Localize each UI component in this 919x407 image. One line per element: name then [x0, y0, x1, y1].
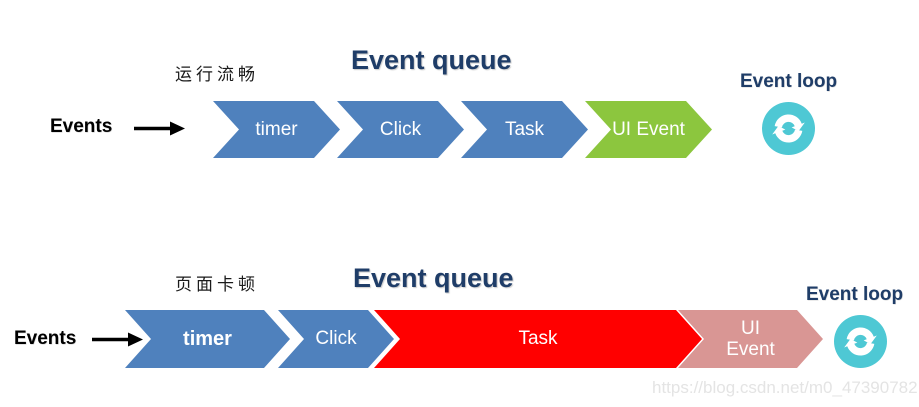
event-queue-title-top: Event queue: [351, 45, 512, 75]
chevron-task: Task: [461, 101, 588, 158]
chevron-timer: timer: [213, 101, 340, 158]
chevron-label: Click: [315, 328, 357, 350]
event-loop-label-bottom: Event loop: [806, 284, 904, 305]
sync-loop-icon: [762, 102, 815, 155]
events-label-top: Events: [50, 116, 113, 137]
chevron-task-long: Task: [374, 310, 702, 368]
right-arrow-icon: [92, 332, 143, 347]
smooth-annotation: 运行流畅: [175, 65, 259, 84]
events-label-bottom: Events: [14, 328, 77, 349]
chevron-label: timer: [183, 327, 232, 350]
chevron-label: Task: [518, 328, 558, 350]
chevron-click: Click: [337, 101, 464, 158]
chevron-click: Click: [278, 310, 394, 368]
chevron-label: UI Event: [612, 118, 685, 140]
sync-loop-icon: [834, 315, 887, 368]
chevron-timer: timer: [125, 310, 290, 368]
event-loop-label-top: Event loop: [740, 71, 838, 92]
right-arrow-icon: [134, 121, 185, 136]
csdn-watermark: https://blog.csdn.net/m0_47390782: [652, 378, 918, 397]
chevron-label: timer: [255, 118, 298, 140]
chevron-ui-event: UI Event: [585, 101, 712, 158]
chevron-label: UI Event: [726, 317, 775, 360]
event-queue-title-bottom: Event queue: [353, 263, 514, 293]
chevron-label: Click: [379, 118, 422, 140]
janky-annotation: 页面卡顿: [175, 275, 259, 294]
chevron-label: Task: [504, 118, 545, 140]
